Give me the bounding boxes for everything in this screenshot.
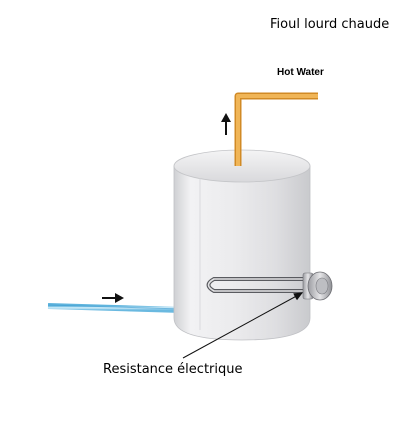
- heating-element: [206, 271, 333, 301]
- hot-water-label: Hot Water: [277, 67, 324, 78]
- tank: [173, 149, 311, 341]
- hot-water-outlet-pipe: [234, 92, 318, 166]
- diagram-title: Fioul lourd chaude: [270, 17, 390, 32]
- outflow-arrow: [221, 113, 231, 135]
- resistance-pointer-line: [182, 292, 303, 359]
- resistance-label: Resistance électrique: [103, 362, 243, 377]
- cold-inlet-pipe: [47, 303, 183, 313]
- inflow-arrow: [102, 293, 124, 303]
